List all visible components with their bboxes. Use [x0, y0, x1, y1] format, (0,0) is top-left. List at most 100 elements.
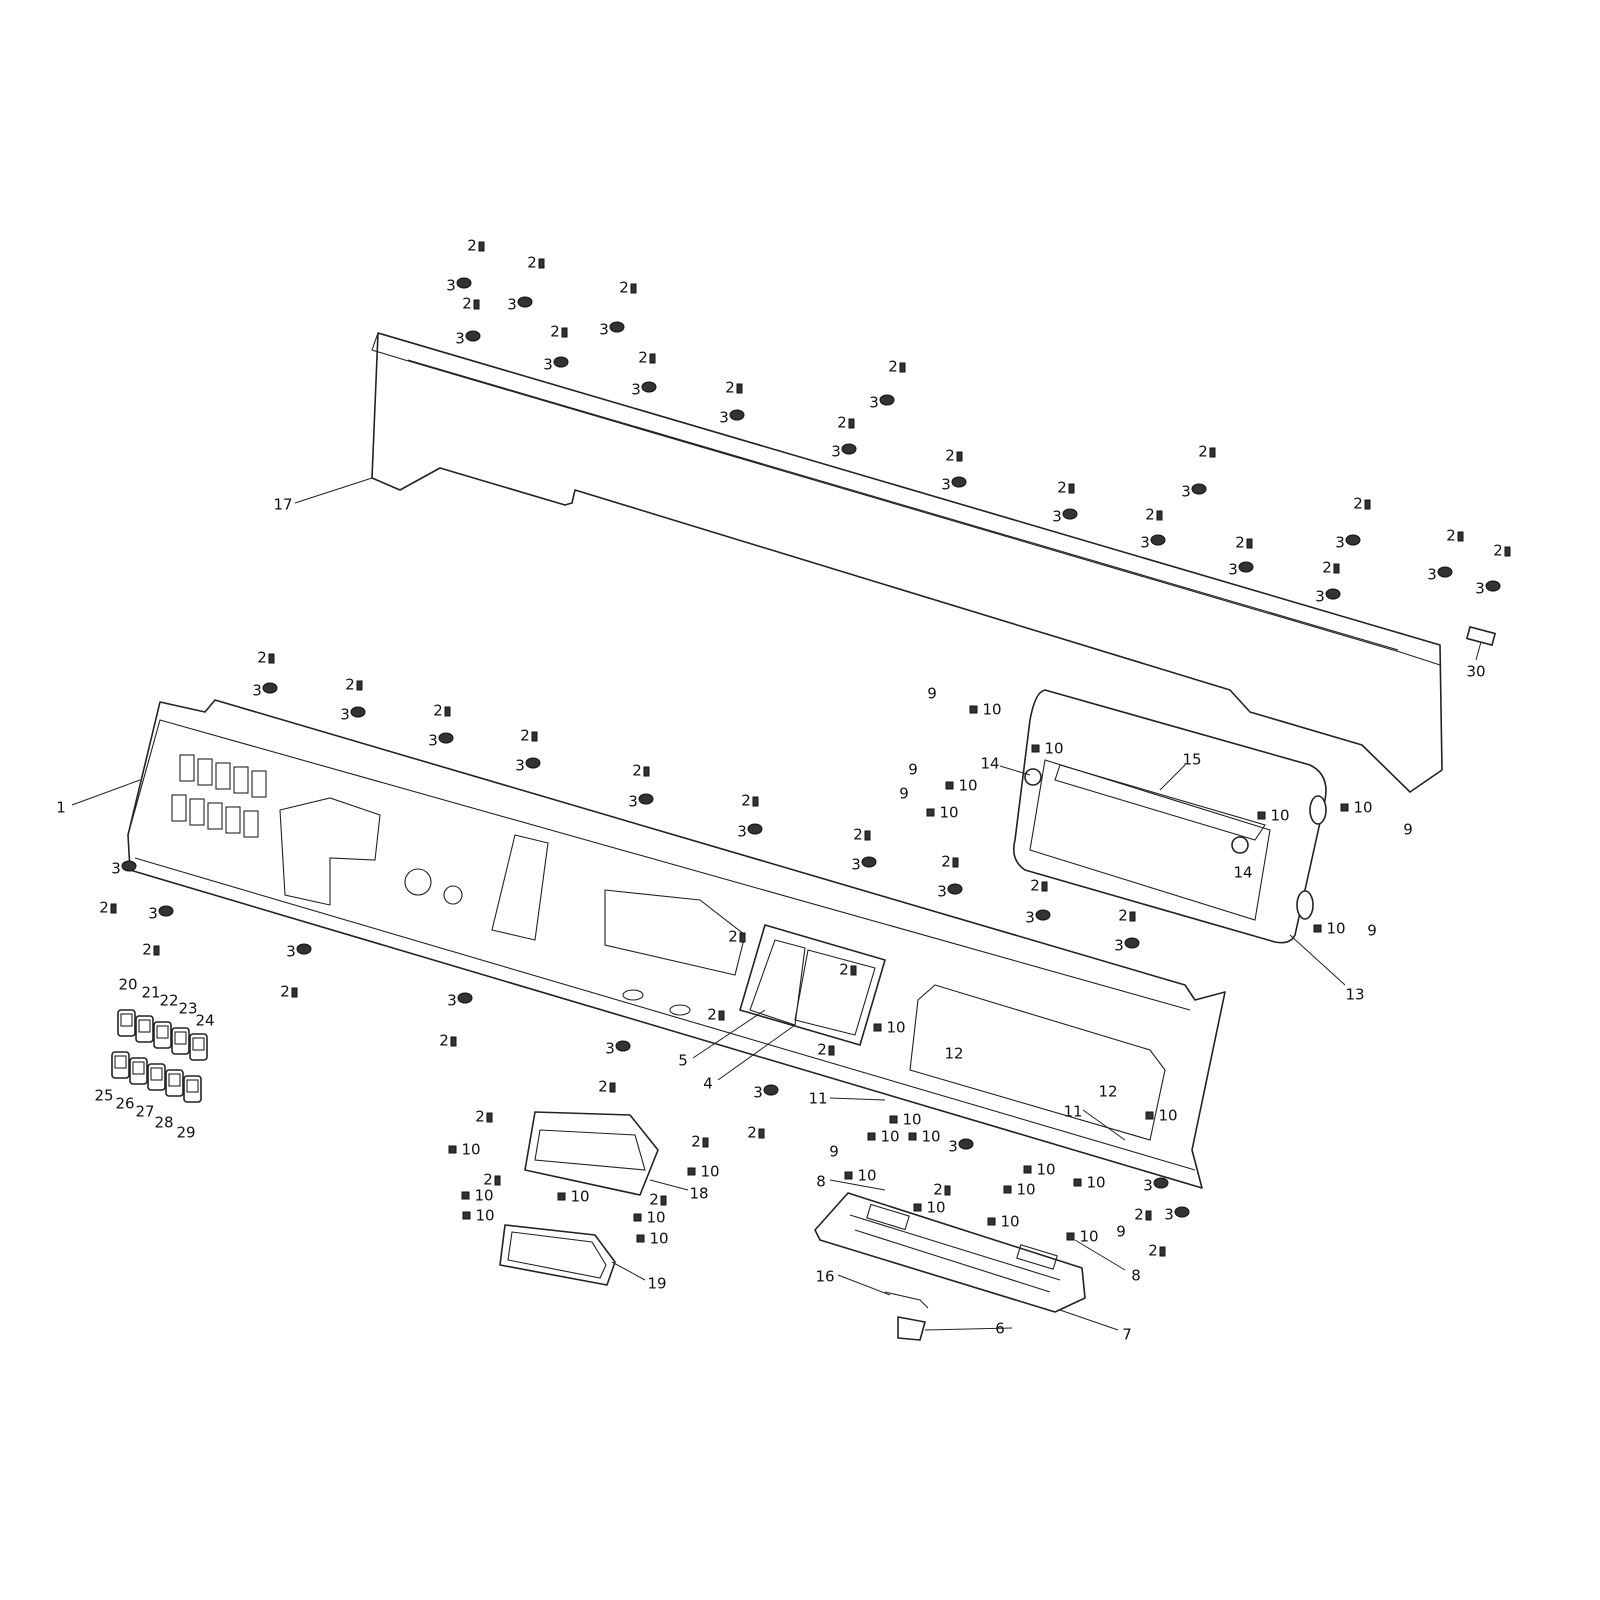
callout-part-9: 9 — [908, 761, 918, 779]
leader-line — [1289, 934, 1346, 986]
rocker-switch-face — [186, 1079, 199, 1093]
callout-part-2: 2 — [728, 928, 738, 946]
fasteners — [110, 241, 1511, 1257]
screw-icon — [848, 418, 855, 429]
rocker-switch-face — [168, 1073, 181, 1087]
washer-icon — [841, 443, 857, 455]
nut-icon — [1145, 1111, 1154, 1120]
washer-icon — [951, 476, 967, 488]
callout-part-9: 9 — [1403, 821, 1413, 839]
washer-icon — [1035, 909, 1051, 921]
screw-icon — [758, 1128, 765, 1139]
washer-icon — [638, 793, 654, 805]
callout-part-10: 10 — [1086, 1174, 1105, 1192]
callout-part-14: 14 — [1233, 864, 1252, 882]
leader-line — [1159, 764, 1186, 791]
callout-part-10: 10 — [1353, 799, 1372, 817]
callout-part-3: 3 — [753, 1084, 763, 1102]
callout-part-2: 2 — [888, 358, 898, 376]
callout-part-17: 17 — [273, 496, 292, 514]
callout-part-10: 10 — [902, 1111, 921, 1129]
callout-part-10: 10 — [1000, 1213, 1019, 1231]
screw-icon — [609, 1082, 616, 1093]
washer-icon — [729, 409, 745, 421]
callout-part-3: 3 — [599, 321, 609, 339]
callout-part-10: 10 — [475, 1207, 494, 1225]
nut-icon — [557, 1192, 566, 1201]
callout-part-10: 10 — [857, 1167, 876, 1185]
washer-icon — [958, 1138, 974, 1150]
callout-part-9: 9 — [829, 1143, 839, 1161]
callout-part-29: 29 — [176, 1124, 195, 1142]
instrument-housing-18 — [524, 1111, 659, 1196]
callout-part-13: 13 — [1345, 986, 1364, 1004]
nut-icon — [633, 1213, 642, 1222]
callout-part-3: 3 — [515, 757, 525, 775]
washer-icon — [438, 732, 454, 744]
screw-icon — [1156, 510, 1163, 521]
callout-part-3: 3 — [1140, 534, 1150, 552]
screw-icon — [1457, 531, 1464, 542]
screw-icon — [739, 932, 746, 943]
callout-part-9: 9 — [1116, 1223, 1126, 1241]
screw-icon — [110, 903, 117, 914]
screw-icon — [864, 830, 871, 841]
washer-icon — [262, 682, 278, 694]
rocker-switch — [183, 1075, 202, 1103]
callout-part-3: 3 — [628, 793, 638, 811]
screw-icon — [643, 766, 650, 777]
callout-part-12: 12 — [944, 1045, 963, 1063]
callout-part-23: 23 — [178, 1000, 197, 1018]
callout-part-2: 2 — [1353, 495, 1363, 513]
callout-part-25: 25 — [94, 1087, 113, 1105]
callout-part-2: 2 — [345, 676, 355, 694]
callout-part-30: 30 — [1466, 663, 1485, 681]
callout-part-10: 10 — [880, 1128, 899, 1146]
callout-part-9: 9 — [1367, 922, 1377, 940]
nut-icon — [913, 1203, 922, 1212]
callout-part-11: 11 — [1063, 1103, 1082, 1121]
screw-icon — [1041, 881, 1048, 892]
callout-part-2: 2 — [632, 762, 642, 780]
screw-icon — [444, 706, 451, 717]
screw-icon — [956, 451, 963, 462]
washer-icon — [1153, 1177, 1169, 1189]
leader-line — [829, 1097, 886, 1101]
leader-line — [829, 1179, 886, 1191]
callout-part-7: 7 — [1122, 1326, 1132, 1344]
leader-line — [611, 1261, 646, 1281]
callout-part-3: 3 — [941, 476, 951, 494]
washer-icon — [1345, 534, 1361, 546]
callout-part-3: 3 — [446, 277, 456, 295]
screw-icon — [660, 1195, 667, 1206]
callout-part-3: 3 — [948, 1138, 958, 1156]
callout-part-10: 10 — [1326, 920, 1345, 938]
screw-icon — [702, 1137, 709, 1148]
nut-icon — [462, 1211, 471, 1220]
washer-icon — [296, 943, 312, 955]
callout-part-10: 10 — [570, 1188, 589, 1206]
screw-icon — [1129, 911, 1136, 922]
callout-part-21: 21 — [141, 984, 160, 1002]
rocker-switch-face — [192, 1037, 205, 1051]
callout-part-3: 3 — [831, 443, 841, 461]
callout-part-2: 2 — [945, 447, 955, 465]
callout-part-3: 3 — [1164, 1206, 1174, 1224]
screw-icon — [1246, 538, 1253, 549]
callout-part-2: 2 — [1446, 527, 1456, 545]
callout-part-2: 2 — [707, 1006, 717, 1024]
instrument-cover-19 — [499, 1224, 616, 1286]
callout-part-10: 10 — [649, 1230, 668, 1248]
callout-part-22: 22 — [159, 992, 178, 1010]
leader-line — [1475, 641, 1482, 661]
screw-icon — [952, 857, 959, 868]
callout-part-20: 20 — [118, 976, 137, 994]
rocker-switch-face — [120, 1013, 133, 1027]
callout-part-2: 2 — [941, 853, 951, 871]
screw-icon — [1504, 546, 1511, 557]
screw-icon — [1145, 1210, 1152, 1221]
callout-part-2: 2 — [520, 727, 530, 745]
callout-part-1: 1 — [56, 799, 66, 817]
rocker-switch — [189, 1033, 208, 1061]
callout-part-3: 3 — [869, 394, 879, 412]
